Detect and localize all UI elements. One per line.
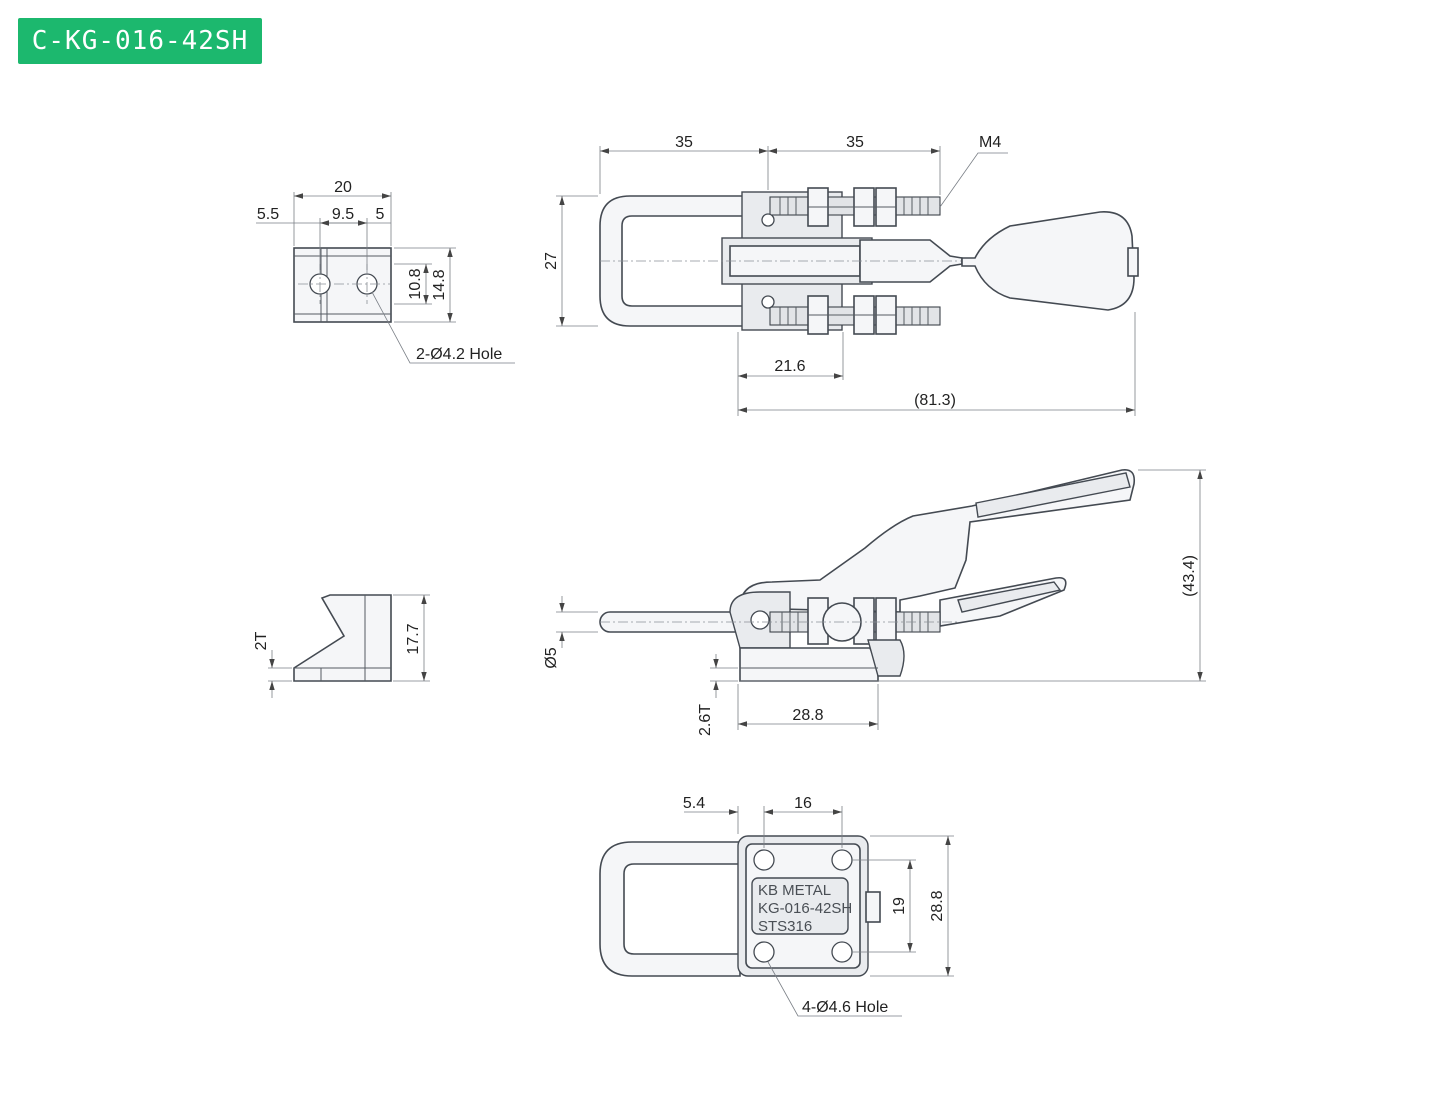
dim-base-thickness: 2.6T — [697, 704, 714, 736]
model-badge: C-KG-016-42SH — [18, 18, 262, 64]
marking-material: STS316 — [758, 918, 812, 935]
dim-base-hole-pitch-y: 19 — [891, 897, 908, 915]
dim-catch-hole-pitch: 9.5 — [332, 206, 354, 223]
dim-catch-left-offset: 5.5 — [257, 206, 279, 223]
dim-catch-holes: 2-Ø4.2 Hole — [416, 346, 502, 363]
dim-loop-length: 35 — [675, 134, 693, 151]
dim-base-edge-offset: 5.4 — [683, 795, 705, 812]
marking-panel — [751, 877, 849, 935]
base-hole-1 — [753, 849, 775, 871]
dim-loop-width: 27 — [543, 252, 560, 270]
dim-base-holes: 4-Ø4.6 Hole — [802, 999, 888, 1016]
lever-handle — [961, 211, 1135, 311]
base-hole-2 — [831, 849, 853, 871]
base-hole-3 — [753, 941, 775, 963]
dim-thread-length: 35 — [846, 134, 864, 151]
dim-catch-thickness: 2T — [253, 631, 270, 650]
upper-grip — [975, 472, 1131, 518]
dim-base-hole-pitch-x: 16 — [794, 795, 812, 812]
model-number: C-KG-016-42SH — [31, 26, 249, 56]
base-bottom-view: KB METAL KG-016-42SH STS316 5.4 16 19 28… — [599, 795, 954, 1017]
base-hole-4 — [831, 941, 853, 963]
dim-catch-outer-height: 14.8 — [431, 269, 448, 300]
elevation-nut-3 — [875, 597, 897, 645]
dim-overall-height: (43.4) — [1181, 555, 1198, 597]
dim-catch-width: 20 — [334, 179, 352, 196]
catch-top-view: 20 5.5 9.5 5 10.8 14.8 2-Ø4.2 Hole — [256, 179, 515, 364]
dim-thread-size: M4 — [979, 134, 1001, 151]
bottom-u-loop — [599, 841, 741, 977]
dim-catch-inner-height: 10.8 — [407, 268, 424, 299]
catch-plate-side — [293, 594, 392, 682]
elevation-base — [739, 647, 879, 682]
dim-base-length: 28.8 — [792, 707, 823, 724]
marking-model: KG-016-42SH — [758, 900, 852, 917]
catch-side-view: 2T 17.7 — [253, 594, 430, 698]
dim-catch-height: 17.7 — [405, 623, 422, 654]
latch-plan-view: 35 35 M4 27 21.6 (81.3) — [543, 134, 1139, 416]
dim-catch-edge: 5 — [376, 206, 385, 223]
dim-rod-diameter: Ø5 — [543, 647, 560, 668]
dim-overall-length: (81.3) — [914, 392, 956, 409]
marking-brand: KB METAL — [758, 882, 831, 899]
latch-side-view: (43.4) Ø5 2.6T 28.8 — [543, 468, 1206, 736]
dim-base-width: 28.8 — [929, 890, 946, 921]
dim-base-to-pivot: 21.6 — [774, 358, 805, 375]
